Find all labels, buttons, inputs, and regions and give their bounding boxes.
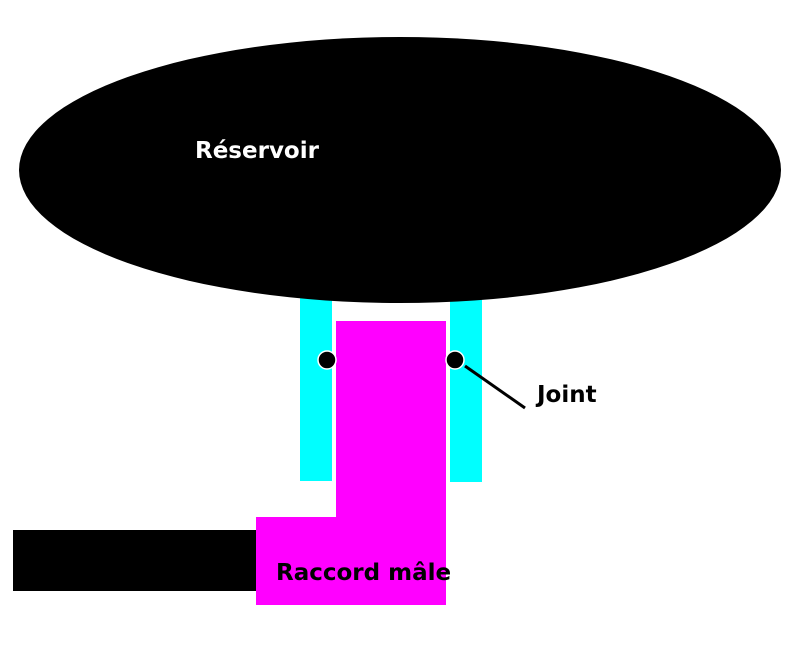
seal-ring-right	[445, 350, 465, 370]
pipe	[13, 530, 257, 591]
male-fitting	[256, 321, 446, 605]
seal-ring-left	[317, 350, 337, 370]
male-fitting-label: Raccord mâle	[276, 560, 451, 586]
sleeve-wall-right	[450, 290, 482, 482]
reservoir-label: Réservoir	[195, 138, 320, 164]
reservoir-ellipse	[19, 37, 781, 303]
seal-leader-line	[464, 364, 526, 410]
sleeve-wall-left	[300, 290, 332, 481]
seal-label: Joint	[535, 382, 597, 408]
